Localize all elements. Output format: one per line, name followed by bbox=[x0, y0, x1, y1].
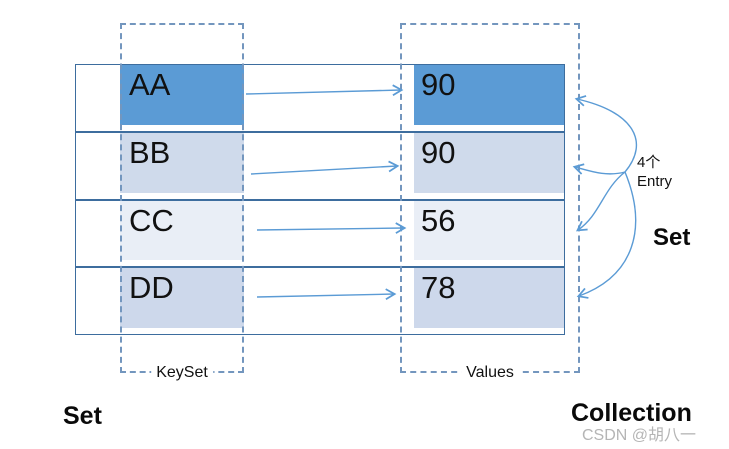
table-row: AA 90 bbox=[76, 65, 564, 133]
value-cell: 78 bbox=[414, 268, 564, 328]
set-label-right: Set bbox=[653, 224, 691, 251]
value-cell: 56 bbox=[414, 200, 564, 261]
set-label-left: Set bbox=[63, 402, 102, 430]
map-table: AA 90 BB 90 CC 56 DD 78 bbox=[75, 64, 565, 335]
key-cell: DD bbox=[120, 268, 244, 328]
key-text: BB bbox=[129, 134, 171, 170]
key-text: AA bbox=[129, 67, 171, 102]
table-row: DD 78 bbox=[76, 268, 564, 334]
key-cell: BB bbox=[120, 132, 244, 193]
key-cell: CC bbox=[120, 200, 244, 261]
entry-fan-arrow-2 bbox=[572, 163, 626, 175]
table-row: CC 56 bbox=[76, 200, 564, 269]
key-text: DD bbox=[129, 270, 174, 306]
value-text: 56 bbox=[421, 202, 456, 238]
entry-count-line1: 4个 bbox=[637, 154, 661, 171]
value-text: 90 bbox=[421, 134, 456, 170]
entry-count-line2: Entry bbox=[637, 173, 673, 190]
entry-fan-arrow-3 bbox=[576, 171, 626, 232]
watermark: CSDN @胡八一 bbox=[582, 427, 697, 444]
collection-label: Collection bbox=[571, 399, 692, 427]
value-cell: 90 bbox=[414, 132, 564, 193]
table-row: BB 90 bbox=[76, 132, 564, 201]
key-cell: AA bbox=[120, 65, 244, 125]
keyset-label: KeySet bbox=[151, 364, 213, 382]
entry-fan-arrow-4 bbox=[576, 171, 637, 299]
value-text: 90 bbox=[421, 67, 456, 102]
values-dashed-box: Values bbox=[400, 23, 580, 382]
value-cell: 90 bbox=[414, 65, 564, 125]
values-label: Values bbox=[461, 364, 519, 382]
keyset-dashed-box: KeySet bbox=[120, 23, 244, 382]
value-text: 78 bbox=[421, 270, 456, 306]
entry-count-annotation: 4个 Entry bbox=[637, 153, 672, 191]
key-text: CC bbox=[129, 202, 174, 238]
entry-fan-arrow-1 bbox=[574, 95, 638, 173]
